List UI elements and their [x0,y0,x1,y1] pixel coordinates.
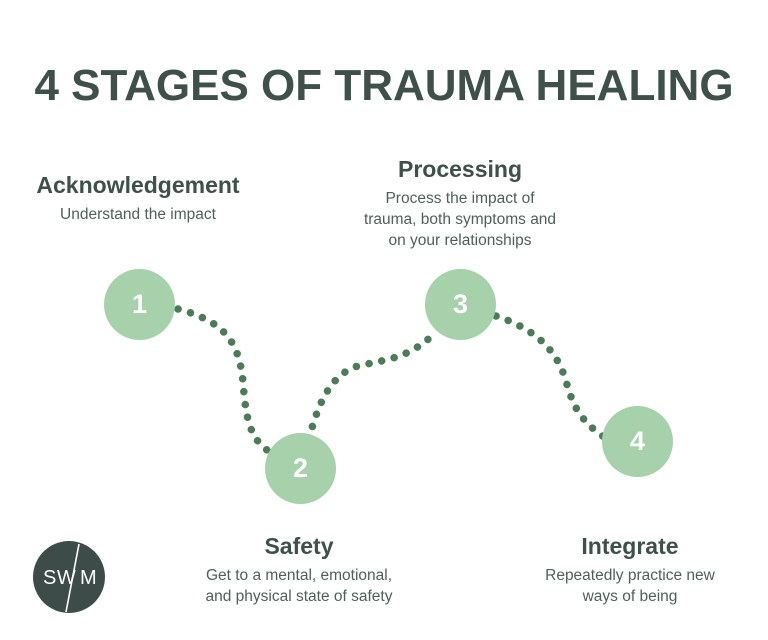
logo-circle [33,541,105,613]
stage-circle-2: 2 [265,433,336,504]
stage-circle-3: 3 [425,269,496,340]
stage-description-safety: Get to a mental, emotional, and physical… [205,566,393,605]
stage-label-integrate: Integrate Repeatedly practice new ways o… [515,533,745,607]
stage-label-processing: Processing Process the impact of trauma,… [345,156,575,251]
stage-circle-4: 4 [602,406,673,477]
stage-name-acknowledgement: Acknowledgement [36,172,240,198]
stage-number-4: 4 [629,426,646,456]
connector-stage1-stage2 [174,305,271,454]
stage-circle-1: 1 [104,269,175,340]
swm-logo-graphic: SW M [33,541,105,613]
stage-number-1: 1 [131,289,148,319]
stage-description-acknowledgement: Understand the impact [60,205,216,223]
stage-description-processing: Process the impact of trauma, both sympt… [363,189,557,249]
stage-number-3: 3 [452,289,469,319]
swm-logo: SW M [33,541,105,613]
stage-name-processing: Processing [398,156,522,182]
stage-label-safety: Safety Get to a mental, emotional, and p… [169,533,429,607]
connector-stage2-stage3 [305,331,437,443]
stage-label-acknowledgement: Acknowledgement Understand the impact [18,172,258,225]
stage-name-integrate: Integrate [581,533,679,559]
connector-stage3-stage4 [492,312,608,441]
stage-number-2: 2 [292,453,309,483]
page-title: 4 STAGES OF TRAUMA HEALING [34,61,734,110]
stage-name-safety: Safety [264,533,334,559]
stage-description-integrate: Repeatedly practice new ways of being [545,566,715,605]
logo-text-left: SW [43,567,76,589]
logo-slash-icon [65,543,80,613]
logo-text-right: M [80,567,97,589]
